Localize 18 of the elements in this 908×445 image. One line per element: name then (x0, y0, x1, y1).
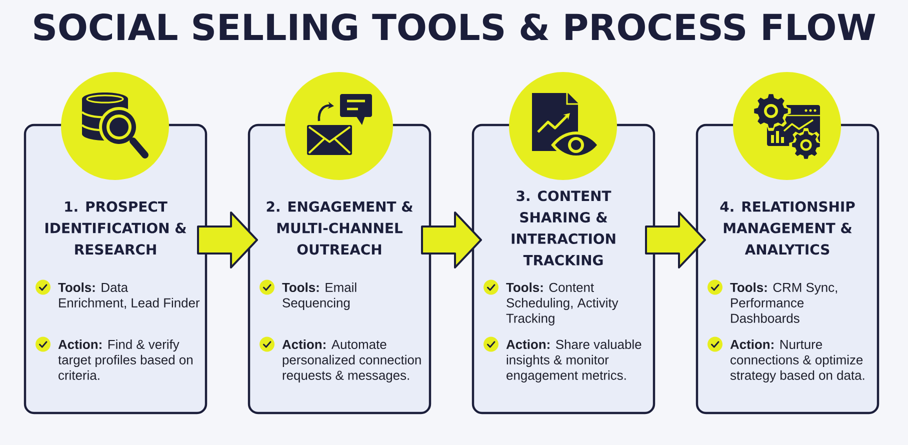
bullet-text: Tools: Data Enrichment, Lead Finder (58, 282, 200, 309)
step-heading: 1. PROSPECT IDENTIFICATION & RESEARCH (46, 201, 186, 255)
step-heading: 4. RELATIONSHIP MANAGEMENT & ANALYTICS (720, 201, 855, 255)
bullet-text: Tools: CRM Sync, Performance Dashboards (730, 282, 837, 323)
arrow (421, 212, 482, 268)
title: SOCIAL SELLING TOOLS & PROCESS FLOW (34, 13, 876, 41)
bullet-text: Action: Find & verify target profiles based on criteria. (58, 340, 192, 380)
bullet-text: Action: Nurture connections & optimize strategy based on data. (730, 340, 864, 382)
arrow (645, 212, 706, 268)
bullet-text: Tools: Content Scheduling, Activity Tracking (506, 282, 618, 326)
step-heading: 3. CONTENT SHARING & INTERACTION TRACKING (512, 190, 616, 266)
bullet-text: Action: Automate personalized connection requests & messages. (282, 340, 421, 382)
bullet-text: Action: Share valuable insights & monitor engagement metrics. (506, 340, 642, 382)
step-card (696, 124, 880, 414)
arrow (197, 212, 258, 268)
step-heading: 2. ENGAGEMENT & MULTI-CHANNEL OUTREACH (266, 201, 413, 255)
step-card (24, 124, 208, 414)
bullet-text: Tools: Email Sequencing (282, 282, 356, 310)
